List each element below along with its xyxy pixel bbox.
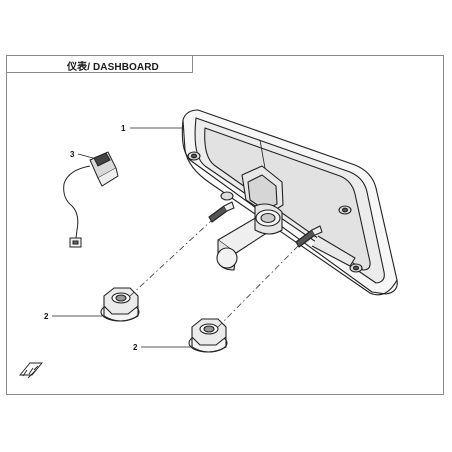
callout-3-number: 3 — [70, 150, 75, 159]
callout-2a-number: 2 — [44, 312, 49, 321]
connector-harness — [63, 151, 119, 248]
assembly-lines — [129, 219, 301, 328]
diagram-frame: 仪表/ DASHBOARD — [6, 55, 444, 395]
callout-1-number: 1 — [121, 124, 126, 133]
callout-2b: 2 — [133, 343, 190, 352]
title-box: 仪表/ DASHBOARD — [7, 56, 193, 73]
direction-arrow-icon — [19, 362, 43, 379]
callout-1: 1 — [121, 124, 182, 133]
dashboard-meter — [181, 109, 398, 296]
callout-2b-number: 2 — [133, 343, 138, 352]
callout-2a: 2 — [44, 312, 102, 321]
flange-nut-upper — [100, 287, 140, 322]
flange-nut-lower — [188, 318, 228, 353]
callout-3: 3 — [70, 150, 94, 159]
diagram-title: 仪表/ DASHBOARD — [67, 62, 159, 73]
